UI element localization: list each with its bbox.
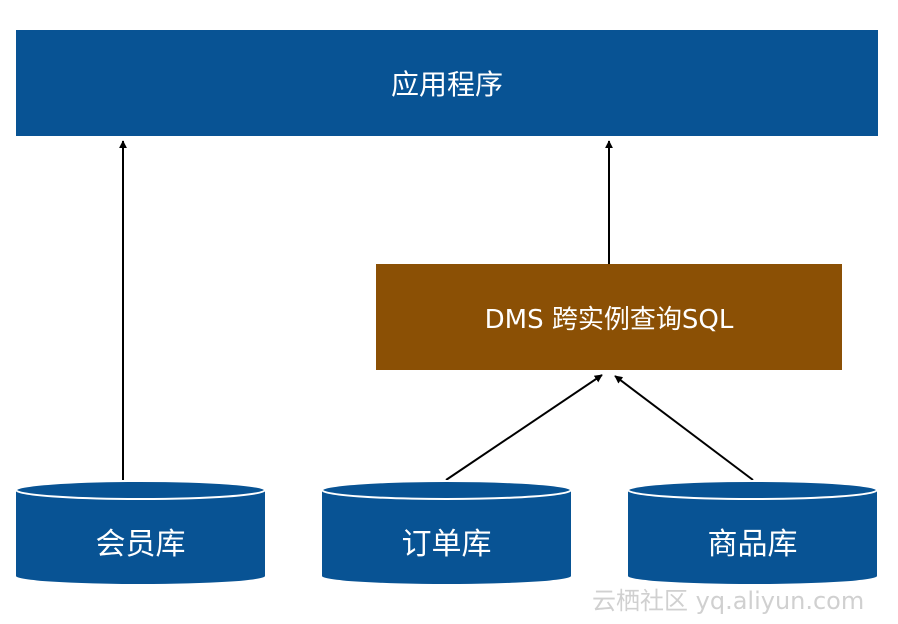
dms-query-box: DMS 跨实例查询SQL (376, 264, 842, 370)
arrow-product-db-to-dms (614, 375, 754, 481)
watermark-text: 云栖社区 yq.aliyun.com (592, 586, 865, 615)
member-db-label-area: 会员库 (16, 505, 265, 577)
product-db-label: 商品库 (707, 527, 798, 562)
member-db-label: 会员库 (95, 527, 186, 562)
watermark: 云栖社区 yq.aliyun.com (592, 580, 892, 616)
dms-query-label: DMS 跨实例查询SQL (484, 304, 734, 335)
product-db-label-area: 商品库 (628, 505, 877, 577)
application-box: 应用程序 (16, 30, 878, 136)
application-label: 应用程序 (390, 68, 503, 101)
database-cylinder-product (627, 480, 878, 584)
order-db-label-area: 订单库 (322, 505, 571, 577)
arrow-order-db-to-dms (445, 374, 603, 481)
order-db-label: 订单库 (401, 527, 492, 562)
database-cylinder-member (15, 480, 266, 584)
database-cylinder-order (321, 480, 572, 584)
